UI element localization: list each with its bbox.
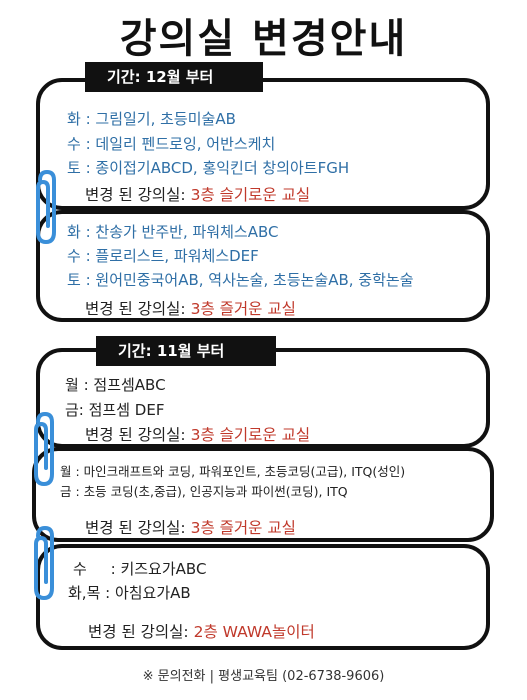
- change-label: 변경 된 강의실:: [85, 186, 191, 204]
- section1-box2-line: 화 : 찬송가 반주반, 파워체스ABC: [67, 223, 279, 241]
- page-title: 강의실 변경안내: [119, 16, 408, 62]
- section1-box2: [36, 210, 490, 322]
- section2-box2: [32, 447, 494, 542]
- section1-period-banner: 기간: 12월 부터: [85, 62, 263, 92]
- section2-box3-line: 화,목 : 아침요가AB: [68, 584, 191, 602]
- paperclip-icon: [34, 525, 54, 601]
- section1-box1-line: 토 : 종이접기ABCD, 홍익킨더 창의아트FGH: [67, 159, 350, 177]
- section2-box2-change: 변경 된 강의실: 3층 즐거운 교실: [85, 516, 296, 538]
- section1-box2-line: 토 : 원어민중국어AB, 역사논술, 초등논술AB, 중학논술: [67, 271, 414, 289]
- paperclip-icon: [36, 169, 56, 245]
- change-room: 3층 슬기로운 교실: [190, 426, 311, 444]
- section2-box1-line: 월 : 점프셈ABC: [65, 376, 166, 394]
- change-room: 3층 즐거운 교실: [190, 300, 296, 318]
- change-room: 3층 슬기로운 교실: [190, 186, 311, 204]
- change-label: 변경 된 강의실:: [85, 426, 191, 444]
- paperclip-icon: [34, 411, 54, 487]
- change-room: 2층 WAWA놀이터: [193, 623, 315, 641]
- section2-box3: [36, 544, 490, 650]
- section2-period-banner: 기간: 11월 부터: [96, 336, 276, 366]
- change-label: 변경 된 강의실:: [88, 623, 194, 641]
- change-label: 변경 된 강의실:: [85, 519, 191, 537]
- section2-box1-line: 금: 점프셈 DEF: [65, 401, 165, 419]
- section1-box1-line: 화 : 그림일기, 초등미술AB: [67, 110, 236, 128]
- section1-box2-change: 변경 된 강의실: 3층 즐거운 교실: [85, 297, 296, 319]
- section1-box1-change: 변경 된 강의실: 3층 슬기로운 교실: [85, 183, 310, 205]
- section2-box3-line: 수 : 키즈요가ABC: [73, 560, 207, 578]
- contact-footer: ※ 문의전화 | 평생교육팀 (02-6738-9606): [142, 669, 385, 684]
- section1-box2-line: 수 : 플로리스트, 파워체스DEF: [67, 247, 259, 265]
- section2-box2-line: 금 : 초등 코딩(초,중급), 인공지능과 파이썬(코딩), ITQ: [60, 484, 348, 499]
- section2-box2-line: 월 : 마인크래프트와 코딩, 파워포인트, 초등코딩(고급), ITQ(성인): [60, 464, 406, 479]
- change-label: 변경 된 강의실:: [85, 300, 191, 318]
- change-room: 3층 즐거운 교실: [190, 519, 296, 537]
- section1-box1: [36, 78, 490, 210]
- section2-box1-change: 변경 된 강의실: 3층 슬기로운 교실: [85, 423, 310, 445]
- section1-box1-line: 수 : 데일리 펜드로잉, 어반스케치: [67, 135, 276, 153]
- section2-box3-change: 변경 된 강의실: 2층 WAWA놀이터: [88, 620, 315, 642]
